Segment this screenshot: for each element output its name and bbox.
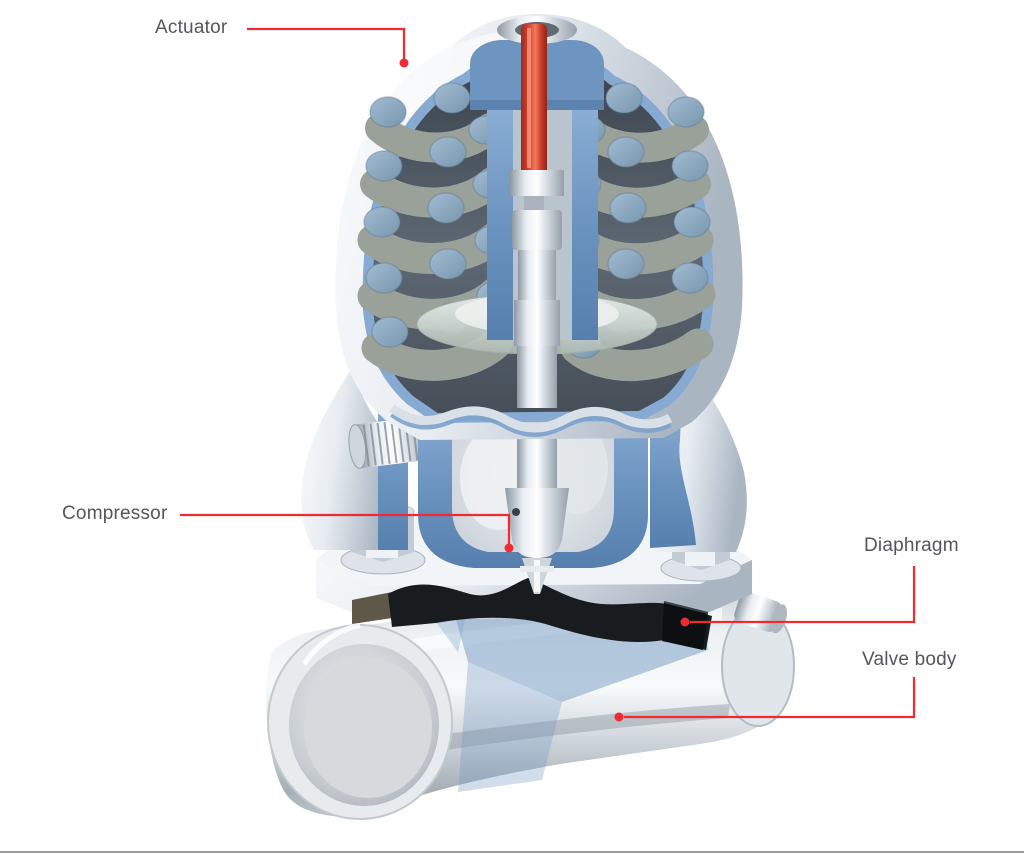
label-diaphragm: Diaphragm	[864, 535, 959, 556]
indicator-stem-red	[521, 24, 547, 174]
compressor-part	[505, 488, 569, 558]
leader-actuator	[247, 27, 409, 68]
label-actuator: Actuator	[155, 17, 228, 38]
label-valve-body: Valve body	[862, 649, 957, 670]
valve-body	[266, 592, 795, 820]
stem-assembly	[470, 16, 604, 408]
leader-diaphragm	[680, 566, 916, 627]
pipe-open-end	[267, 622, 453, 820]
label-compressor: Compressor	[62, 503, 168, 524]
bonnet-neck	[301, 368, 747, 594]
leader-compressor	[180, 513, 514, 553]
actuator-dome	[335, 14, 743, 440]
leader-valve-body	[614, 677, 916, 722]
leader-lines	[180, 27, 916, 722]
bottom-divider	[0, 851, 1024, 853]
